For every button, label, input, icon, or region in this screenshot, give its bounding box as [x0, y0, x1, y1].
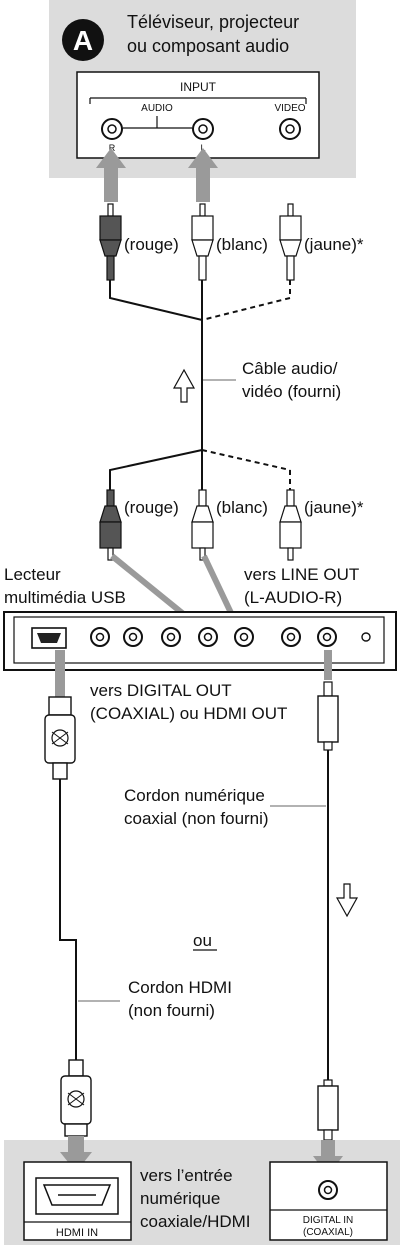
player-name-line2: multimédia USB	[4, 588, 126, 607]
hdmi-in-label: HDMI IN	[56, 1227, 98, 1239]
plug-bottom-white-icon	[191, 489, 214, 561]
panel-b-center-line3: coaxiale/HDMI	[140, 1212, 251, 1231]
hdmi-cable-label-line1: Cordon HDMI	[128, 978, 232, 997]
hdmi-out-port-icon	[31, 627, 67, 649]
hdmi-in-port-icon	[35, 1177, 119, 1215]
plug-top-red-icon	[99, 203, 122, 281]
line-out-label-line1: vers LINE OUT	[244, 565, 359, 584]
jack-video-icon	[279, 118, 301, 140]
digital-in-label-line1: DIGITAL IN	[303, 1215, 354, 1226]
av-cable-label-line1: Câble audio/	[242, 359, 338, 378]
player-jack-small-icon	[361, 632, 371, 642]
or-label: ou	[193, 931, 212, 950]
cable-top-merge-video-diag	[201, 297, 291, 321]
lead-hdmi-down	[55, 650, 65, 700]
coax-cable-label-line1: Cordon numérique	[124, 786, 265, 805]
signal-arrow-down-icon	[335, 883, 359, 918]
plug-bottom-red-icon	[99, 489, 122, 561]
coax-plug-top-icon	[317, 681, 339, 751]
hdmi-cable	[59, 779, 77, 1060]
jack-l-icon	[192, 118, 214, 140]
plug-bottom-red-label: (rouge)	[124, 498, 179, 517]
plug-top-red-label: (rouge)	[124, 235, 179, 254]
lead-coax-down	[324, 650, 332, 680]
signal-arrow-up-icon	[172, 368, 196, 403]
panel-a-title-line1: Téléviseur, projecteur	[127, 12, 299, 32]
panel-b-footer-band	[4, 1243, 400, 1245]
player-jacks	[90, 627, 371, 647]
cable-top-merge	[109, 280, 203, 322]
arrow-up-white-icon	[188, 148, 218, 202]
digital-in-jack-icon	[318, 1180, 338, 1200]
jack-r-label: R	[109, 143, 116, 153]
cable-bottom-split	[109, 449, 203, 490]
plug-top-white-icon	[191, 203, 214, 281]
digital-out-label-line2: (COAXIAL) ou HDMI OUT	[90, 704, 287, 723]
plug-bottom-white-label: (blanc)	[216, 498, 268, 517]
panel-a-title-line2: ou composant audio	[127, 36, 289, 56]
hdmi-cable-label-line2: (non fourni)	[128, 1001, 215, 1020]
digital-out-label-line1: vers DIGITAL OUT	[90, 681, 232, 700]
av-cable-label-line2: vidéo (fourni)	[242, 382, 341, 401]
hdmi-plug-bottom-icon	[60, 1059, 92, 1137]
panel-a-badge	[62, 19, 104, 61]
plug-top-white-label: (blanc)	[216, 235, 268, 254]
line-out-label-line2: (L-AUDIO-R)	[244, 588, 342, 607]
panel-a-badge-letter: A	[73, 25, 93, 56]
player-name-line1: Lecteur	[4, 565, 61, 584]
coax-cable-label-line2: coaxial (non fourni)	[124, 809, 269, 828]
audio-label: AUDIO	[141, 103, 173, 114]
plug-top-yellow-icon	[279, 203, 302, 281]
digital-in-box	[269, 1161, 388, 1241]
panel-b-center-line1: vers l’entrée	[140, 1166, 233, 1185]
input-label: INPUT	[180, 80, 217, 94]
plug-bottom-yellow-label: (jaune)*	[304, 498, 364, 517]
panel-b-center-line2: numérique	[140, 1189, 220, 1208]
arrow-up-red-icon	[96, 148, 126, 202]
video-label: VIDEO	[274, 103, 305, 114]
plug-top-yellow-label: (jaune)*	[304, 235, 364, 254]
plug-bottom-yellow-icon	[279, 489, 302, 561]
hdmi-plug-top-icon	[44, 696, 76, 780]
jack-r-icon	[101, 118, 123, 140]
digital-in-label-line2: (COAXIAL)	[303, 1227, 353, 1238]
cable-bottom-split-video	[201, 449, 291, 471]
